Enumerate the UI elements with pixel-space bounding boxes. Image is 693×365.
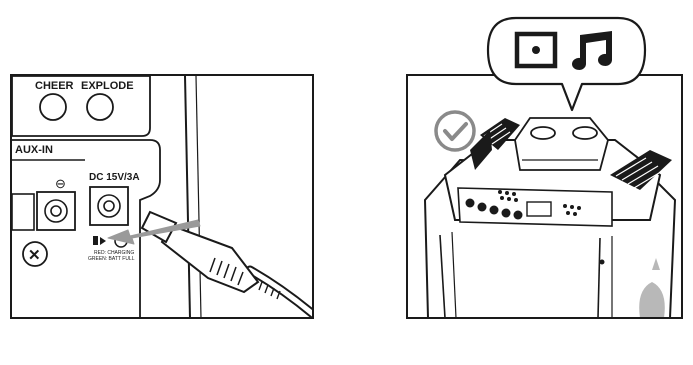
minus-symbol: ⊖ bbox=[55, 176, 66, 191]
knob-2[interactable] bbox=[478, 203, 487, 212]
x-symbol: ✕ bbox=[28, 247, 41, 264]
knob-3[interactable] bbox=[490, 206, 499, 215]
cheer-button[interactable] bbox=[40, 94, 66, 120]
knob-4[interactable] bbox=[502, 209, 511, 218]
right-panel bbox=[407, 18, 682, 318]
top-dial-left bbox=[531, 127, 555, 139]
checkmark-icon bbox=[436, 112, 474, 150]
aux-in-label: AUX-IN bbox=[15, 144, 53, 156]
charge-note-line2: GREEN: BATT FULL bbox=[88, 256, 135, 262]
display-screen bbox=[527, 202, 551, 216]
screen-icon bbox=[517, 34, 555, 66]
explode-button[interactable] bbox=[87, 94, 113, 120]
battery-icon bbox=[93, 236, 98, 245]
top-dial-right bbox=[573, 127, 597, 139]
explode-label: EXPLODE bbox=[81, 80, 134, 92]
left-panel: CHEER EXPLODE AUX-IN ⊖ DC 15V/3A bbox=[11, 75, 320, 320]
knob-1[interactable] bbox=[466, 199, 475, 208]
cheer-label: CHEER bbox=[35, 80, 74, 92]
dc-label: DC 15V/3A bbox=[89, 172, 140, 183]
knob-5[interactable] bbox=[514, 211, 523, 220]
